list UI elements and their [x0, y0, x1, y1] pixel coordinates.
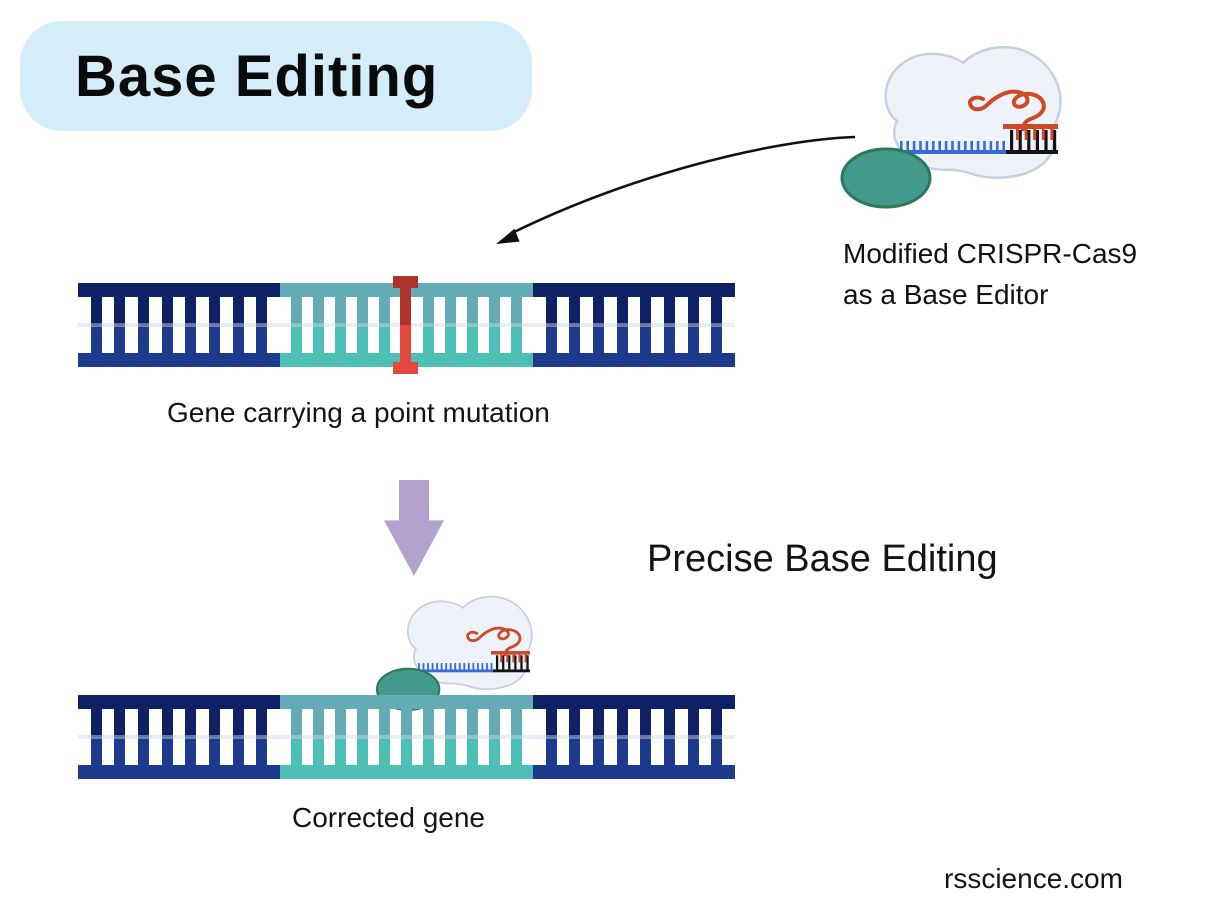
dna-rung	[208, 709, 220, 765]
dna-rung	[510, 297, 522, 353]
dna-rung	[687, 709, 699, 765]
dna-rung	[569, 709, 581, 765]
dna-rung	[232, 709, 244, 765]
dna-rung	[379, 709, 390, 765]
dna-rung	[161, 297, 173, 353]
dna-rung	[711, 297, 723, 353]
dna-segment-teal	[280, 695, 533, 779]
dna-rung	[711, 709, 723, 765]
corrected-gene-label: Corrected gene	[292, 802, 486, 833]
dna-rung	[592, 297, 604, 353]
dna-rung	[569, 297, 581, 353]
dna-rung	[663, 297, 675, 353]
dna-rung	[423, 709, 434, 765]
dna-gene-with-mutation	[78, 276, 735, 374]
dna-rung-row	[280, 276, 533, 374]
mutation-cap-bottom	[393, 362, 419, 374]
dna-rung	[291, 709, 302, 765]
dna-rung	[290, 297, 302, 353]
dna-rung	[137, 709, 149, 765]
dna-rung	[445, 709, 456, 765]
dna-rung	[114, 709, 126, 765]
watermark-text: rsscience.com	[944, 863, 1123, 894]
process-label: Precise Base Editing	[647, 538, 998, 580]
dna-rail-bottom	[78, 353, 280, 367]
dna-rail-top	[533, 283, 735, 297]
gene-mutation-label: Gene carrying a point mutation	[167, 397, 550, 428]
mutation-cap-top	[393, 276, 419, 288]
dna-segment-navy	[533, 283, 735, 367]
dna-rail-bottom	[78, 765, 280, 779]
dna-rung	[545, 709, 557, 765]
dna-rung	[137, 297, 149, 353]
mutation-stem	[400, 281, 412, 369]
dna-rung	[114, 297, 126, 353]
dna-rung	[313, 709, 324, 765]
dna-rail-top	[533, 695, 735, 709]
dna-rung	[185, 709, 197, 765]
dna-rail-top	[280, 695, 533, 709]
dna-rung	[335, 709, 346, 765]
dna-rung	[232, 297, 244, 353]
page-title: Base Editing	[75, 43, 439, 109]
dna-rail-top	[78, 283, 280, 297]
dna-rung	[467, 709, 478, 765]
dna-rung-row	[78, 297, 280, 353]
dna-rung	[640, 297, 652, 353]
dna-rung	[616, 297, 628, 353]
callout-line-1: Modified CRISPR-Cas9	[843, 238, 1138, 269]
dna-rail-bottom	[533, 353, 735, 367]
dna-rung	[687, 297, 699, 353]
down-arrow-icon	[384, 480, 444, 576]
dna-rung	[489, 297, 501, 353]
cas9-base-editor-complex	[840, 45, 1063, 210]
point-mutation-rung	[393, 276, 419, 374]
dna-rung	[357, 709, 368, 765]
dna-rung	[489, 709, 500, 765]
dna-rung	[378, 297, 390, 353]
dna-rail-top	[78, 695, 280, 709]
dna-rung	[185, 297, 197, 353]
dna-rung	[334, 297, 346, 353]
callout-line-2: as a Base Editor	[843, 279, 1049, 310]
dna-segment-navy	[78, 695, 280, 779]
dna-rung	[445, 297, 457, 353]
dna-rung	[312, 297, 324, 353]
dna-segment-navy	[78, 283, 280, 367]
dna-rung	[511, 709, 522, 765]
dna-rung	[161, 709, 173, 765]
dna-rail-bottom	[280, 765, 533, 779]
dna-rung	[467, 297, 479, 353]
dna-rung	[663, 709, 675, 765]
dna-segment-navy	[533, 695, 735, 779]
dna-rail-bottom	[533, 765, 735, 779]
dna-rung	[616, 709, 628, 765]
dna-rung	[256, 709, 268, 765]
dna-rung	[640, 709, 652, 765]
dna-segment-teal	[280, 276, 533, 374]
dna-corrected-gene	[78, 695, 735, 779]
dna-rung	[356, 297, 368, 353]
dna-rung	[545, 297, 557, 353]
dna-rung	[592, 709, 604, 765]
cas9-callout-label: Modified CRISPR-Cas9 as a Base Editor	[843, 233, 1137, 315]
curved-targeting-arrow-icon	[496, 135, 856, 244]
title-bubble: Base Editing	[20, 21, 532, 131]
dna-rung	[90, 297, 102, 353]
dna-rung-row	[533, 297, 735, 353]
dna-rung	[90, 709, 102, 765]
dna-rung	[208, 297, 220, 353]
dna-rung-row	[533, 709, 735, 765]
dna-rung	[401, 709, 412, 765]
dna-rung	[256, 297, 268, 353]
dna-rung	[423, 297, 435, 353]
dna-rung-row	[78, 709, 280, 765]
dna-rung-row	[280, 709, 533, 765]
